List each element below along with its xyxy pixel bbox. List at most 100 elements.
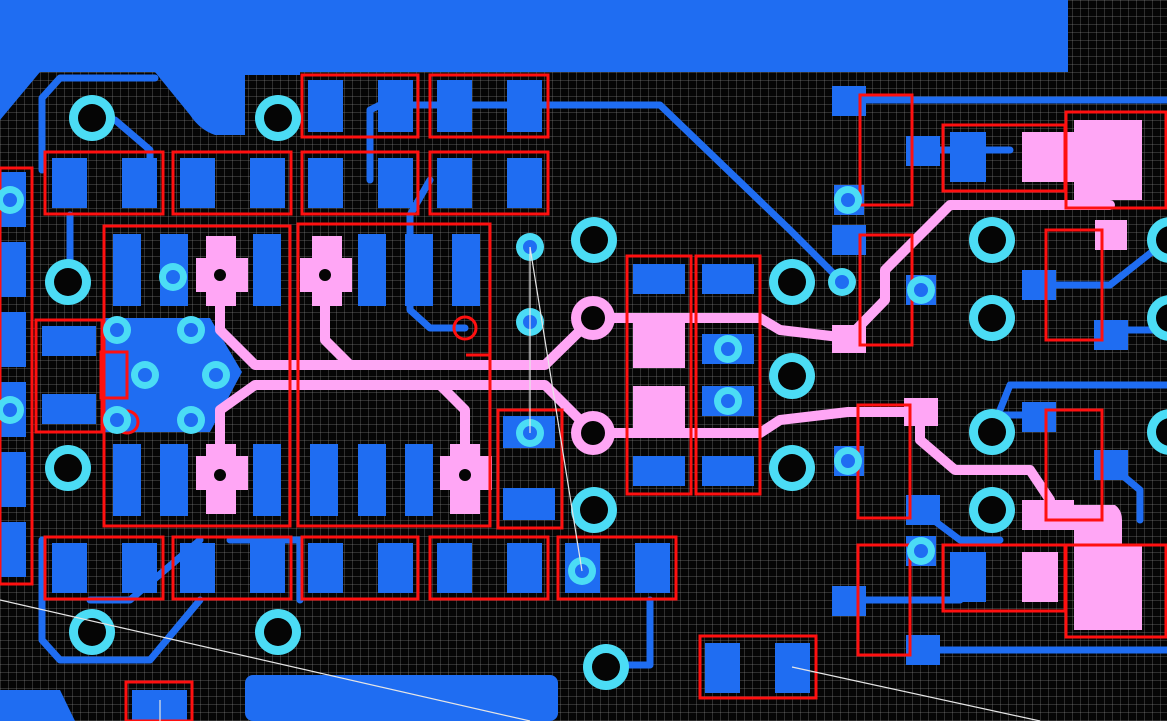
pad[interactable]	[0, 312, 26, 367]
outline[interactable]	[300, 150, 420, 216]
trace-right-b[interactable]	[1026, 236, 1167, 289]
outline[interactable]	[428, 73, 550, 139]
airwire[interactable]	[791, 666, 1041, 721]
pad[interactable]	[507, 158, 542, 208]
pad[interactable]	[0, 242, 26, 297]
pad[interactable]	[308, 158, 343, 208]
pad[interactable]	[308, 543, 343, 593]
pad[interactable]	[437, 543, 472, 593]
ic-pin[interactable]	[253, 234, 281, 306]
pad[interactable]	[52, 158, 87, 208]
ic-pin[interactable]	[405, 234, 433, 306]
outline[interactable]	[698, 634, 818, 700]
pad[interactable]	[702, 264, 754, 294]
outline[interactable]	[171, 150, 293, 216]
pad[interactable]	[906, 495, 940, 525]
ic-pin[interactable]	[160, 444, 188, 516]
pad[interactable]	[42, 394, 96, 424]
pad[interactable]	[950, 132, 986, 182]
ic-pin[interactable]	[358, 234, 386, 306]
trace-top-a[interactable]	[215, 270, 598, 370]
pad[interactable]	[437, 158, 472, 208]
outline[interactable]	[428, 150, 550, 216]
outline[interactable]	[858, 233, 914, 347]
pad[interactable]	[122, 543, 157, 593]
pad[interactable]	[832, 586, 866, 616]
pad[interactable]	[104, 355, 124, 395]
pad[interactable]	[950, 552, 986, 602]
pad[interactable]	[42, 326, 96, 356]
ic-pin[interactable]	[113, 444, 141, 516]
pad[interactable]	[1022, 500, 1074, 530]
trace-top-f[interactable]	[843, 200, 1115, 343]
pad[interactable]	[1022, 552, 1058, 602]
ic-outline[interactable]	[102, 224, 292, 528]
trace-left-loop[interactable]	[38, 74, 159, 174]
outline[interactable]	[43, 150, 165, 216]
ic-pin[interactable]	[452, 234, 480, 306]
ic-pin[interactable]	[310, 444, 338, 516]
trace-right-d[interactable]	[996, 381, 1167, 414]
pad[interactable]	[507, 80, 542, 132]
pad[interactable]	[0, 452, 26, 507]
pad[interactable]	[775, 643, 810, 693]
pad[interactable]	[308, 80, 343, 132]
outline[interactable]	[428, 535, 550, 601]
outline[interactable]	[1044, 228, 1104, 342]
pad[interactable]	[0, 522, 26, 577]
pad[interactable]	[1095, 220, 1127, 250]
ic-pin[interactable]	[253, 444, 281, 516]
pad[interactable]	[52, 543, 87, 593]
pad[interactable]	[633, 456, 685, 486]
pad[interactable]	[122, 158, 157, 208]
trace-top-g[interactable]	[588, 407, 925, 438]
bottom-copper-pour[interactable]	[245, 675, 558, 721]
outline[interactable]	[1064, 543, 1167, 639]
top-copper-pour[interactable]	[0, 0, 1068, 135]
airwire[interactable]	[0, 599, 531, 721]
outline[interactable]	[466, 353, 492, 420]
ic-pin[interactable]	[405, 444, 433, 516]
outline[interactable]	[1044, 408, 1104, 522]
airwire[interactable]	[529, 246, 583, 572]
inductor-pad[interactable]	[1074, 505, 1142, 630]
outline[interactable]	[300, 73, 420, 139]
pad[interactable]	[180, 158, 215, 208]
pad[interactable]	[250, 543, 285, 593]
outline[interactable]	[856, 543, 912, 657]
outline[interactable]	[556, 535, 678, 601]
outline[interactable]	[124, 680, 194, 721]
outline[interactable]	[856, 403, 912, 520]
trace-top-c[interactable]	[215, 380, 598, 480]
pad[interactable]	[507, 543, 542, 593]
pad[interactable]	[378, 80, 413, 132]
outline[interactable]	[625, 254, 693, 496]
ic-pin[interactable]	[113, 234, 141, 306]
outline[interactable]	[0, 166, 34, 586]
outline[interactable]	[858, 93, 914, 207]
pad[interactable]	[633, 318, 685, 368]
pad[interactable]	[906, 635, 940, 665]
outline[interactable]	[1064, 110, 1167, 210]
pad[interactable]	[702, 456, 754, 486]
pad[interactable]	[635, 543, 670, 593]
drill-marker[interactable]	[452, 315, 478, 341]
outline[interactable]	[300, 535, 420, 601]
pad[interactable]	[1022, 270, 1056, 300]
trace-bottom-cross[interactable]	[226, 536, 304, 604]
ic-pin[interactable]	[358, 444, 386, 516]
left-bottom-pour[interactable]	[0, 690, 75, 721]
trace-left-bottom[interactable]	[38, 536, 204, 664]
pad[interactable]	[633, 386, 685, 434]
pad[interactable]	[633, 264, 685, 294]
pad[interactable]	[1094, 450, 1128, 480]
inductor-pad[interactable]	[1074, 120, 1142, 200]
center-plane[interactable]	[105, 318, 242, 432]
outline[interactable]	[171, 535, 293, 601]
outline[interactable]	[43, 535, 165, 601]
trace-top-h[interactable]	[915, 407, 1055, 505]
pad[interactable]	[250, 158, 285, 208]
pad[interactable]	[1022, 402, 1056, 432]
pad[interactable]	[378, 543, 413, 593]
